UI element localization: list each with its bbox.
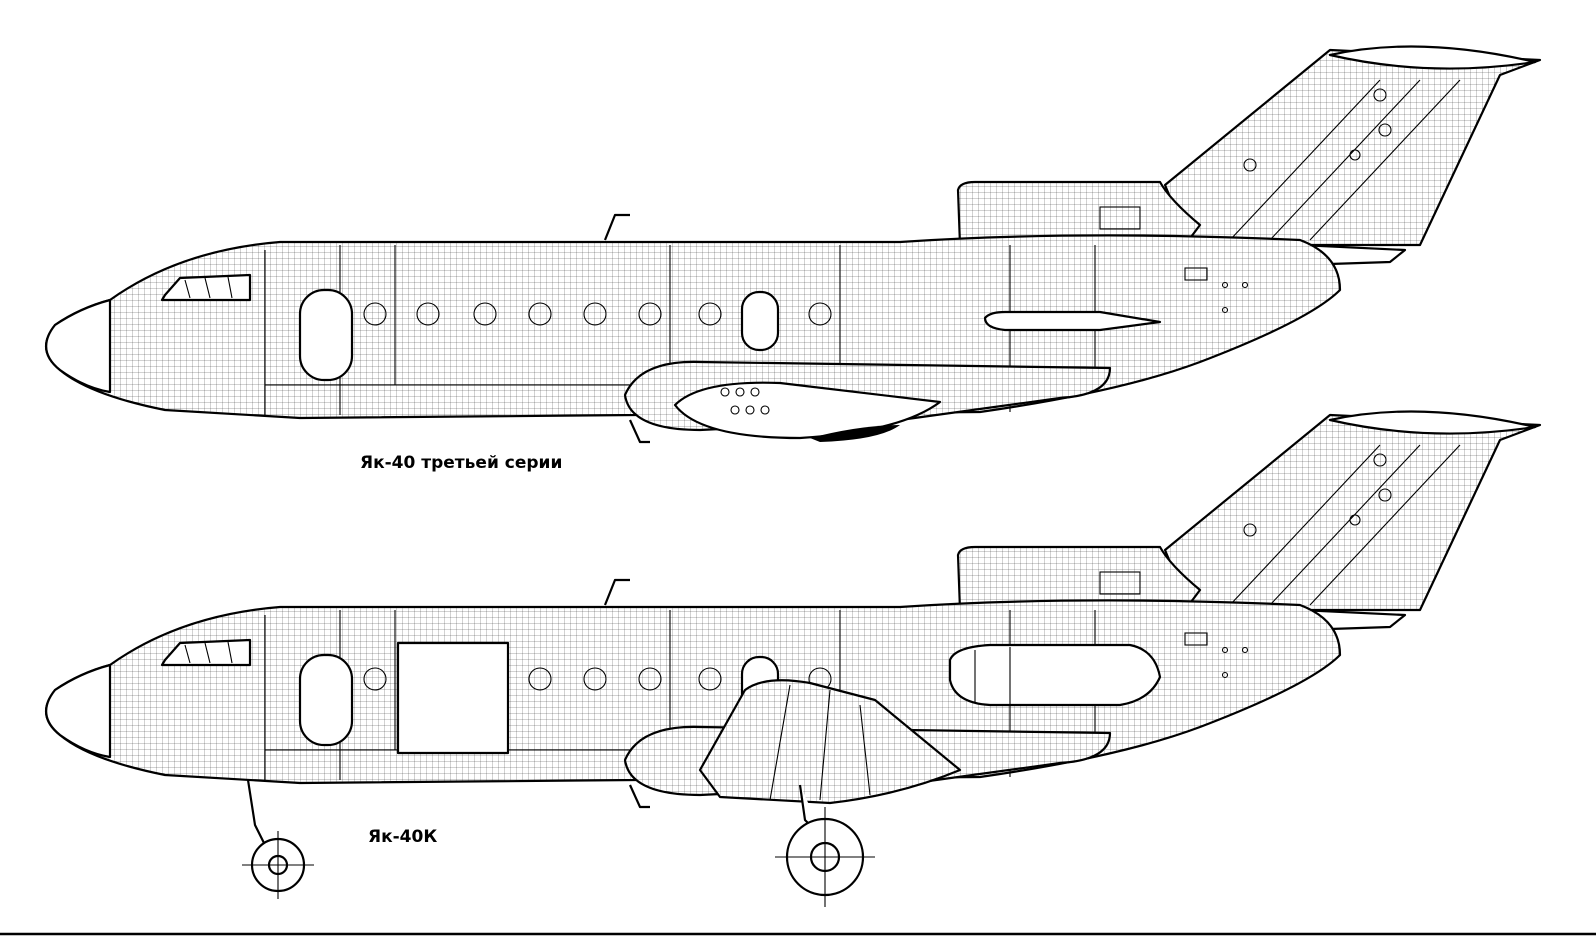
caption-top-variant: Як-40 третьей серии xyxy=(360,453,563,473)
caption-bottom-variant: Як-40К xyxy=(368,827,438,847)
aircraft-variant-top xyxy=(45,45,1542,444)
aircraft-variant-bottom xyxy=(45,410,1542,907)
